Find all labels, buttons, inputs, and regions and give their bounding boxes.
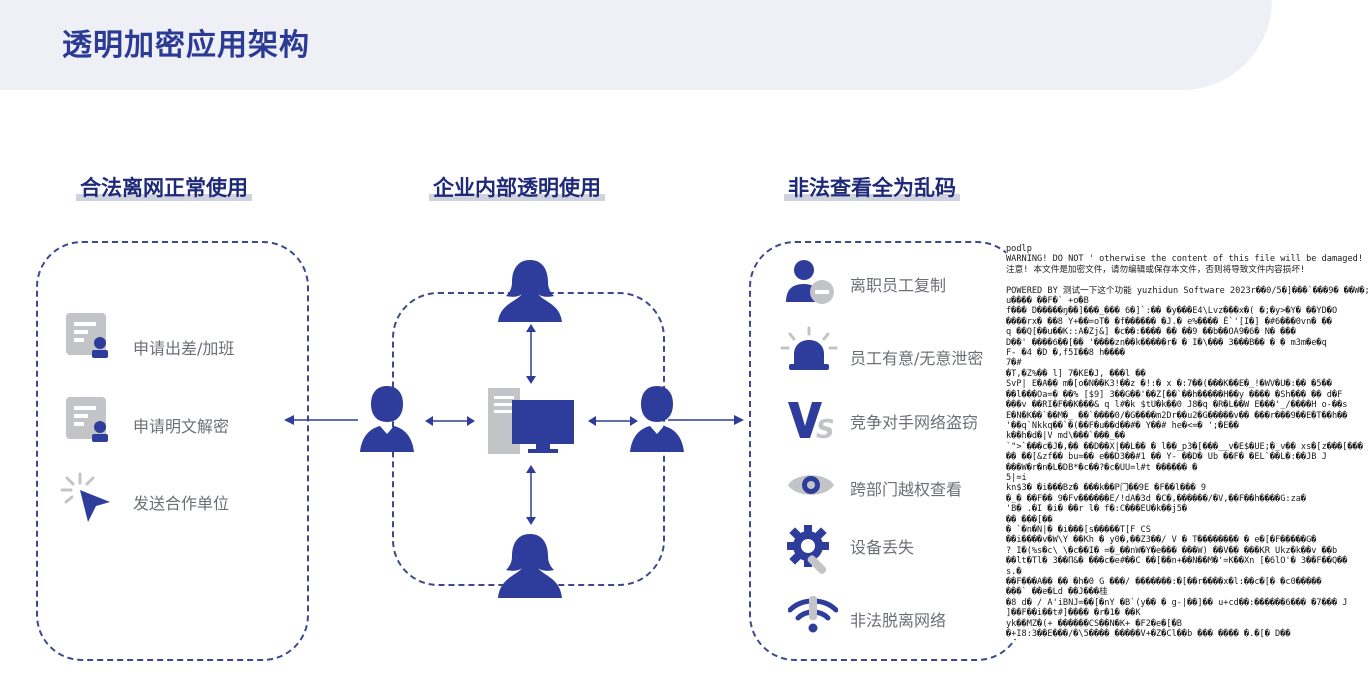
garbled-line: kn$3� �i���Bz� ���k��P门��9E �F��l��� 9 <box>1006 483 1207 494</box>
garbled-line: �+I8:3��E���/�\5���� �����V+�Z�Cl��b ���… <box>1006 629 1291 639</box>
left-panel <box>36 241 309 661</box>
user-remove-icon <box>786 258 836 306</box>
left-item-1-label: 申请出差/加班 <box>133 339 235 358</box>
send-cursor-icon <box>58 472 114 526</box>
arrow-to-right-panel <box>668 413 744 427</box>
garbled-line: ]��F��i��t#]���� �r�1� ��K <box>1006 608 1141 619</box>
right-item-1-label: 离职员工复制 <box>850 276 947 295</box>
garbled-line: POWERED BY 测试一下这个功能 yuzhidun Software 20… <box>1006 285 1368 296</box>
garbled-line: ���W�r�n�L�DB*�c��?�c�UU=l#t ������ � <box>1006 462 1198 473</box>
right-item-1: 离职员工复制 <box>850 272 946 296</box>
garbled-line: ����rx� ��8 Y+��=oT� �f������ �J.� e%���… <box>1006 316 1332 327</box>
arrow-computer-to-right <box>588 414 638 428</box>
right-item-6: 非法脱离网络 <box>850 607 946 631</box>
arrow-top-to-computer <box>524 324 538 384</box>
garbled-line: '��q`Nkkq��`�(��F�u��d��#� Y��# he�<=� '… <box>1006 420 1239 431</box>
garbled-line: �� ��[&zf�� bu=�� e��D3��#1 �� Y- ��D� U… <box>1006 452 1327 463</box>
garbled-line: ? I�(%s�c\ \�c��I� =�_��nW�Y�e��� ���W) … <box>1006 545 1338 556</box>
right-item-2-label: 员工有意/无意泄密 <box>850 349 984 368</box>
left-item-3: 发送合作单位 <box>133 490 229 514</box>
computer-icon <box>486 386 578 456</box>
garbled-line: 'B� .�I �i� ��r l� f�:C���EU�k��j5� <box>1006 504 1188 515</box>
right-item-6-label: 非法脱离网络 <box>850 611 947 630</box>
center-title-text: 企业内部透明使用 <box>433 176 601 200</box>
garbled-line: SvP| E�A�� m�[o�N��K3!��z �!:� x �:7��(�… <box>1006 379 1332 390</box>
garbled-line: D��' ����6��[�� '����zn��k�����r� � I�\�… <box>1006 337 1327 348</box>
garbled-line: podlp <box>1006 244 1032 254</box>
garbled-line: ���v ��RI�F��K���& q l#�k $tU�k��0 J8�q … <box>1006 400 1348 411</box>
garbled-line <box>1006 275 1368 285</box>
garbled-line: ��l���Oa=� ��% [$9] 3��G��'��Z[��`��h���… <box>1006 389 1343 400</box>
garbled-line: k��h�d�|V md\���`���_�� <box>1006 431 1125 442</box>
user-left-icon <box>358 384 416 454</box>
svg-text:S: S <box>816 415 835 440</box>
gear-wrench-icon <box>786 524 836 574</box>
garbled-line: q ��Q[��u��K::A�Zj&] �c��:���� �� ��9 ��… <box>1006 327 1296 338</box>
versus-icon: S <box>788 400 838 440</box>
right-item-4-label: 跨部门越权查看 <box>850 480 963 499</box>
left-item-2: 申请明文解密 <box>133 413 229 437</box>
garbled-line: 7�# <box>1006 358 1022 369</box>
right-item-5: 设备丢失 <box>850 534 914 558</box>
arrow-to-left-panel <box>284 413 360 427</box>
garbled-line: yk��MZ�(+ ������CS��N�K+ �F2�e�[�B <box>1006 618 1182 629</box>
left-item-2-label: 申请明文解密 <box>133 417 230 436</box>
garbled-line: �8 d� / A'iBNJ=��[�nY �B`(y�� � g-|��]��… <box>1006 597 1348 608</box>
garbled-line: u���� ��F�` +o�B <box>1006 296 1089 307</box>
right-title-text: 非法查看全为乱码 <box>788 176 956 200</box>
wifi-warning-icon <box>788 594 838 634</box>
left-title-text: 合法离网正常使用 <box>80 176 248 200</box>
user-top-icon <box>496 256 564 324</box>
eye-icon <box>786 468 836 502</box>
garbled-line: ��F���A�� �� �h�0 G ���/ �������:�[��r��… <box>1006 577 1322 587</box>
page-title: 透明加密应用架构 <box>62 28 310 63</box>
garbled-line: ��i����v�W\Y ��Kh � y0�,��Z3��/ V � T���… <box>1006 535 1317 546</box>
garbled-line: 5|=i <box>1006 472 1027 483</box>
right-item-5-label: 设备丢失 <box>850 538 915 557</box>
garbled-line: WARNING! DO NOT ' otherwise the content … <box>1006 254 1363 265</box>
garbled-line: F- �4 �D �,f5I��8 h���� <box>1006 348 1125 359</box>
garbled-line: �T,�Z%�� l] 7�KE�J, ���l �� <box>1006 368 1146 379</box>
garbled-line: � `�n�N|� �i���[s�����T[F CS <box>1006 524 1151 535</box>
left-item-1: 申请出差/加班 <box>133 335 234 359</box>
garbled-line: ���` ��e�Ld ��J���桂 <box>1006 587 1108 598</box>
right-item-2: 员工有意/无意泄密 <box>850 345 983 369</box>
header-band <box>0 0 1272 90</box>
left-item-3-label: 发送合作单位 <box>133 494 230 513</box>
garbled-line: `">`���c�J�,�� ��D��X|��L�� � l��_p3�[��… <box>1006 441 1363 452</box>
center-column-title: 企业内部透明使用 <box>429 172 605 202</box>
right-item-3-label: 竞争对手网络盗窃 <box>850 413 979 432</box>
application-form-icon <box>66 313 112 361</box>
user-right-icon <box>628 384 686 454</box>
garbled-line: �_� ��F�� 9�Fv������E/!dA�3d �C�,������/… <box>1006 493 1307 504</box>
decrypt-request-icon <box>66 397 112 445</box>
garbled-line: s.� <box>1006 566 1022 577</box>
garbled-line: 注意! 本文件是加密文件，请勿编辑或保存本文件，否则将导致文件内容损坏! <box>1006 264 1306 275</box>
garbled-line: ��lt�Tl� 3��П&� ���c�e#��C ��[��n+��N��M… <box>1006 556 1348 567</box>
garbled-line: f��� D�����ŋ��]���_��� 6�]`:�� �y���E4\L… <box>1006 306 1338 317</box>
alarm-light-icon <box>780 326 838 372</box>
garbled-line: �� ���[�� <box>1006 514 1053 525</box>
garbled-line: E�N�K��`��M�_ ��`����0/�G����m2Dr��u2�G�… <box>1006 410 1348 421</box>
right-item-3: 竞争对手网络盗窃 <box>850 409 978 433</box>
user-bottom-icon <box>496 530 564 600</box>
arrow-left-to-computer <box>425 414 475 428</box>
right-column-title: 非法查看全为乱码 <box>784 172 960 202</box>
arrow-computer-to-bottom <box>524 465 538 525</box>
right-item-4: 跨部门越权查看 <box>850 476 962 500</box>
left-column-title: 合法离网正常使用 <box>76 172 252 202</box>
